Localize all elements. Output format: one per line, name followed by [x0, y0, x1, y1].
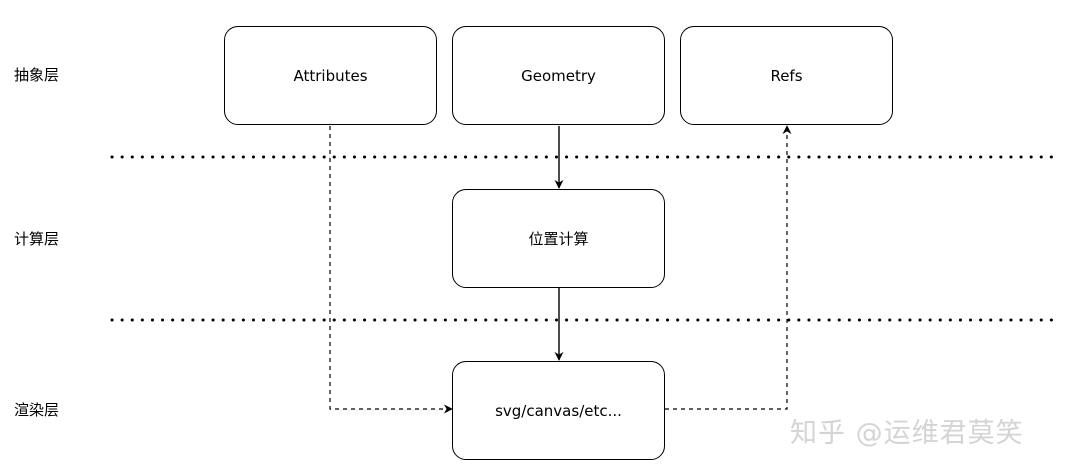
node-position: 位置计算	[452, 189, 665, 288]
node-geometry-label: Geometry	[521, 66, 596, 85]
watermark: 知乎 @运维君莫笑	[790, 418, 1024, 449]
node-attributes-label: Attributes	[293, 66, 368, 85]
node-refs: Refs	[680, 26, 893, 125]
layer-label-compute: 计算层	[14, 230, 60, 248]
node-geometry: Geometry	[452, 26, 665, 125]
node-renderer: svg/canvas/etc...	[452, 361, 665, 460]
node-refs-label: Refs	[770, 66, 803, 85]
layer-label-abstract: 抽象层	[14, 66, 60, 84]
node-position-label: 位置计算	[528, 230, 589, 248]
edge-renderer-to-refs	[665, 125, 792, 410]
node-renderer-label: svg/canvas/etc...	[495, 401, 622, 420]
node-attributes: Attributes	[224, 26, 437, 125]
layer-label-render: 渲染层	[14, 401, 60, 419]
edge-attributes-to-renderer	[329, 126, 453, 414]
